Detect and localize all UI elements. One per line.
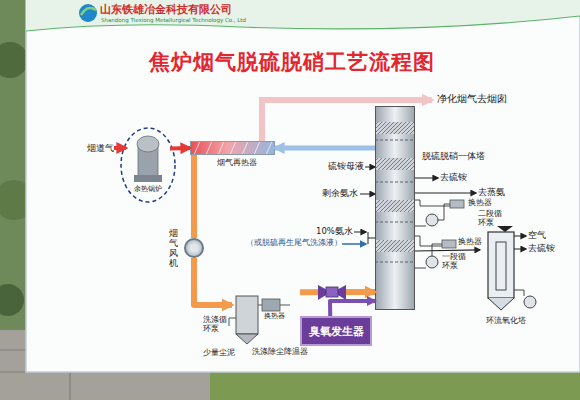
annotation-label: 山东铁雄冶金科技有限公司 xyxy=(100,3,232,15)
outlet-arrow xyxy=(415,193,476,194)
annotation-label: 少量尘泥 xyxy=(203,349,235,358)
annotation-label: 换热器 xyxy=(264,312,285,320)
annotation-label: Shandong Tiexiong Metallurgical Technolo… xyxy=(101,17,246,23)
pump-pipe xyxy=(415,236,442,268)
process-node: 烟气再热器 xyxy=(190,141,275,155)
reheater-stripes xyxy=(194,141,272,155)
annotation-label: 净化烟气去烟囱 xyxy=(437,94,507,105)
annotation-label: 二段循环泵 xyxy=(478,209,504,227)
company-logo xyxy=(79,4,97,22)
annotation-label: 烟道气 xyxy=(87,143,114,153)
tower-body xyxy=(375,106,415,310)
pump-pipe xyxy=(514,290,524,296)
heat-exchanger xyxy=(450,200,464,208)
outlet-arrow xyxy=(514,236,526,237)
scrubber-pipe xyxy=(258,305,290,306)
flow-connector xyxy=(194,258,232,305)
foliage xyxy=(0,284,24,316)
annotation-label: 洗涤循环泵 xyxy=(203,316,227,333)
vessel-cone xyxy=(488,298,514,310)
outlet-arrow xyxy=(415,178,438,179)
annotation-label: 10%氨水 xyxy=(316,227,353,237)
annotation-label: 硫铵母液 xyxy=(328,162,364,172)
packing-layer xyxy=(375,200,415,212)
scrubber-vessel xyxy=(236,296,258,334)
foliage xyxy=(0,42,28,78)
boiler-outline xyxy=(121,128,175,202)
scrubber-cone xyxy=(236,334,258,344)
node-text: 洗涤除尘降温器 xyxy=(252,348,308,357)
annotation-label: 去硫铵 xyxy=(528,244,555,254)
flow-connector xyxy=(330,301,375,316)
draft-tube xyxy=(496,242,506,290)
node-text: 脱硫脱硝一体塔 xyxy=(422,151,485,161)
annotation-label: 空气 xyxy=(528,231,546,241)
packing-layer xyxy=(375,122,415,134)
node-text: 余热锅炉 xyxy=(126,185,170,193)
flow-connector xyxy=(170,146,190,150)
inlet-arrow xyxy=(114,146,126,150)
scrubber-pipe xyxy=(229,318,236,326)
annotation-label: 剩余氨水 xyxy=(322,189,358,199)
packing-layer xyxy=(375,158,415,170)
diagram-title: 焦炉烟气脱硫脱硝工艺流程图 xyxy=(0,48,580,76)
reheater-body xyxy=(190,141,275,155)
heat-exchanger xyxy=(262,299,280,311)
node-text: 烟气风机 xyxy=(169,228,179,268)
boiler-dome xyxy=(137,136,159,152)
spray-layer xyxy=(375,140,415,262)
oxidation-vessel xyxy=(488,232,514,298)
outlet-arrow xyxy=(514,249,526,250)
header-line xyxy=(26,16,580,31)
process-node: 烟气风机 xyxy=(184,238,204,258)
heat-exchanger xyxy=(442,240,456,248)
company-logo xyxy=(81,8,96,15)
feed-bracket xyxy=(368,232,375,244)
header-swoosh xyxy=(26,0,580,31)
annotation-label: 去蒸氨 xyxy=(478,188,505,198)
flow-connector xyxy=(275,146,375,151)
node-text: 臭氧发生器 xyxy=(309,325,364,337)
process-node: 臭氧发生器 xyxy=(300,316,372,346)
flow-connector xyxy=(415,250,480,251)
annotation-label: 换热器 xyxy=(468,198,492,207)
process-node: 脱硫脱硝一体塔 xyxy=(375,106,415,310)
pump-pipe xyxy=(415,200,450,226)
feed-arrow xyxy=(365,167,375,168)
packing-layer xyxy=(375,240,415,252)
circulation-pump xyxy=(426,214,438,226)
air-blower xyxy=(524,296,536,308)
feed-arrow xyxy=(354,232,366,233)
boiler-base xyxy=(134,175,162,182)
valve-symbol xyxy=(497,226,513,232)
node-text: 环流氧化塔 xyxy=(486,316,526,325)
annotation-label: 换热器 xyxy=(458,237,482,246)
circulation-pump xyxy=(426,256,438,268)
node-text: 烟气再热器 xyxy=(217,158,257,167)
annotation-label: 去硫铵 xyxy=(440,173,467,183)
flow-connector xyxy=(191,155,197,238)
annotation-label: 一段循环泵 xyxy=(442,252,468,270)
process-node: 余热锅炉 xyxy=(126,133,170,197)
annotation-label: （或脱硫再生尾气洗涤液） xyxy=(246,239,342,248)
feed-arrow xyxy=(360,194,375,195)
feed-arrow xyxy=(342,243,366,245)
gas-mixer xyxy=(326,287,338,297)
